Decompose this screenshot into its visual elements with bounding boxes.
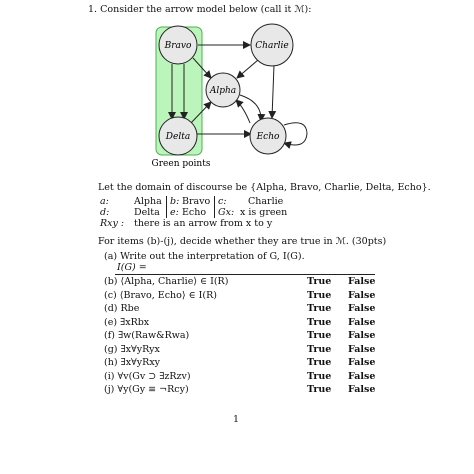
edge-charlie-echo: [268, 64, 277, 119]
abbrev-rxy-key: Rxy :: [100, 218, 125, 229]
item-c-false[interactable]: False: [348, 289, 376, 301]
edge-charlie-alpha: [236, 59, 259, 79]
abbrev-b-key: b:: [170, 196, 180, 207]
abbrev-e-key: e:: [170, 207, 179, 218]
abbrev-rxy-val: there is an arrow from x to y: [134, 218, 273, 229]
edge-echo-self: [283, 122, 308, 149]
item-a-answer-rule: [115, 274, 375, 275]
item-f-false[interactable]: False: [348, 330, 376, 341]
abbrev-c-key: c:: [218, 196, 227, 207]
items-list: (b) ⟨Alpha, Charlie⟩ ∈ I(R) True False (…: [104, 276, 384, 396]
item-g-true[interactable]: True: [307, 343, 332, 355]
edge-alpha-echo: [239, 94, 266, 122]
items-intro: For items (b)-(j), decide whether they a…: [98, 236, 387, 247]
node-charlie: [250, 23, 294, 67]
item-d-false[interactable]: False: [348, 303, 376, 314]
abbrev-gx-val: x is green: [240, 207, 288, 218]
page-number: 1: [233, 414, 240, 425]
abbrev-d-val: Delta: [134, 207, 160, 218]
node-echo-label: Echo: [256, 132, 280, 142]
item-f-true[interactable]: True: [307, 330, 332, 341]
item-b-true[interactable]: True: [307, 276, 332, 287]
item-i-true[interactable]: True: [307, 370, 332, 382]
item-d-true[interactable]: True: [307, 303, 332, 314]
abbrev-a-key: a:: [100, 196, 109, 207]
item-h-true[interactable]: True: [307, 357, 332, 368]
abbrev-e-val: Echo: [182, 207, 207, 218]
node-charlie-label: Charlie: [255, 41, 288, 51]
item-i-label: (i) ∀v(Gv ⊃ ∃zRzv): [104, 370, 191, 382]
item-j-true[interactable]: True: [307, 384, 332, 395]
node-alpha-label: Alpha: [209, 86, 236, 96]
item-e-true[interactable]: True: [307, 316, 332, 328]
item-g-false[interactable]: False: [348, 343, 376, 355]
arrow-model-diagram: Bravo Charlie Alpha Delta Echo Green poi…: [152, 23, 308, 169]
item-c-label: (c) ⟨Bravo, Echo⟩ ∈ I(R): [104, 289, 217, 301]
node-delta-label: Delta: [165, 132, 190, 142]
item-a-answer-prefix: I(G) =: [117, 262, 147, 273]
edge-delta-alpha: [189, 101, 212, 125]
edge-bravo-alpha: [192, 57, 212, 79]
region-label: Green points: [152, 159, 211, 169]
node-echo: [249, 117, 287, 155]
abbrev-gx-key: Gx:: [218, 207, 235, 218]
item-d-label: (d) Rbe: [104, 303, 140, 314]
node-bravo: [158, 25, 198, 65]
item-e-false[interactable]: False: [348, 316, 376, 328]
item-f-label: (f) ∃w(Raw&Rwa): [104, 330, 190, 341]
abbreviation-table: a: Alpha b: Bravo c: Charlie d: Delta e:…: [100, 196, 400, 232]
abbrev-d-key: d:: [100, 207, 110, 218]
domain-text: Let the domain of discourse be {Alpha, B…: [98, 182, 431, 193]
item-c-true[interactable]: True: [307, 289, 332, 301]
item-j-false[interactable]: False: [348, 384, 376, 395]
node-bravo-label: Bravo: [164, 41, 192, 51]
item-b-label: (b) ⟨Alpha, Charlie⟩ ∈ I(R): [104, 276, 229, 287]
item-b-false[interactable]: False: [348, 276, 376, 287]
item-h-false[interactable]: False: [348, 357, 376, 368]
edge-echo-alpha: [235, 99, 251, 124]
item-j-label: (j) ∀y(Gy ≡ ¬Rcy): [104, 384, 189, 395]
node-alpha: [205, 72, 241, 108]
node-delta: [158, 116, 198, 156]
item-a-label: (a) Write out the interpretation of G, I…: [104, 251, 305, 262]
abbrev-a-val: Alpha: [134, 196, 162, 207]
item-g-label: (g) ∃x∀yRyx: [104, 343, 160, 355]
abbrev-c-val: Charlie: [248, 196, 284, 207]
abbrev-b-val: Bravo: [182, 196, 211, 207]
problem-intro: 1. Consider the arrow model below (call …: [88, 4, 312, 15]
item-h-label: (h) ∃x∀yRxy: [104, 357, 161, 368]
item-e-label: (e) ∃xRbx: [104, 316, 150, 328]
item-i-false[interactable]: False: [348, 370, 376, 382]
